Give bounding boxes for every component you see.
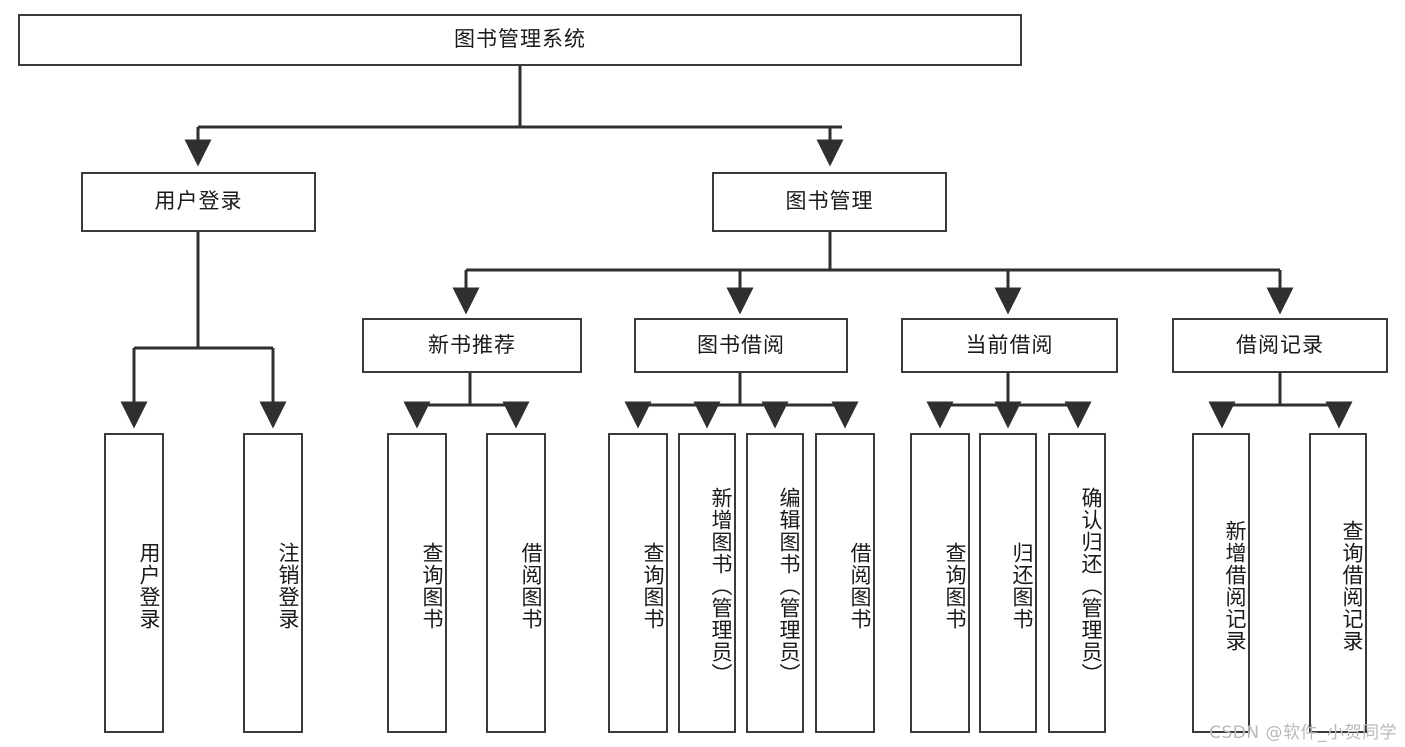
leaf-borrow-borrow-book[interactable]: 借阅图书	[815, 433, 875, 733]
leaf-user-login-signin[interactable]: 用户登录	[104, 433, 164, 733]
csdn-watermark: CSDN @软件_小贺同学	[1209, 723, 1397, 743]
leaf-borrow-query-book[interactable]: 查询图书	[608, 433, 668, 733]
leaf-user-login-signout[interactable]: 注销登录	[243, 433, 303, 733]
leaf-label: 查询图书	[420, 542, 444, 630]
node-borrow-record[interactable]: 借阅记录	[1172, 318, 1388, 373]
node-new-book-recommend-label: 新书推荐	[428, 332, 516, 357]
leaf-label: 注销登录	[276, 542, 300, 630]
leaf-current-return-book[interactable]: 归还图书	[979, 433, 1037, 733]
node-current-borrow-label: 当前借阅	[965, 332, 1054, 357]
leaf-label: 归还图书	[1010, 542, 1034, 630]
leaf-borrow-edit-book-admin[interactable]: 编辑图书（管理员）	[746, 433, 804, 733]
node-book-management[interactable]: 图书管理	[712, 172, 947, 232]
node-user-login[interactable]: 用户登录	[81, 172, 316, 232]
leaf-label: 新增图书（管理员）	[709, 487, 733, 685]
leaf-label: 新增借阅记录	[1223, 520, 1247, 652]
leaf-label: 查询借阅记录	[1340, 520, 1364, 652]
node-book-borrow[interactable]: 图书借阅	[634, 318, 848, 373]
leaf-label: 确认归还（管理员）	[1079, 487, 1103, 685]
node-new-book-recommend[interactable]: 新书推荐	[362, 318, 582, 373]
node-user-login-label: 用户登录	[154, 189, 243, 214]
node-root-system-label: 图书管理系统	[454, 27, 586, 52]
leaf-record-add-record[interactable]: 新增借阅记录	[1192, 433, 1250, 733]
leaf-label: 用户登录	[137, 542, 161, 630]
leaf-label: 查询图书	[641, 542, 665, 630]
leaf-current-query-book[interactable]: 查询图书	[910, 433, 970, 733]
leaf-record-query-record[interactable]: 查询借阅记录	[1309, 433, 1367, 733]
node-book-borrow-label: 图书借阅	[697, 332, 785, 357]
leaf-recommend-borrow-book[interactable]: 借阅图书	[486, 433, 546, 733]
leaf-label: 查询图书	[943, 542, 967, 630]
leaf-current-confirm-return-admin[interactable]: 确认归还（管理员）	[1048, 433, 1106, 733]
leaf-borrow-add-book-admin[interactable]: 新增图书（管理员）	[678, 433, 736, 733]
node-root-system[interactable]: 图书管理系统	[18, 14, 1022, 66]
leaf-label: 借阅图书	[519, 542, 543, 630]
node-current-borrow[interactable]: 当前借阅	[901, 318, 1118, 373]
leaf-label: 借阅图书	[848, 542, 872, 630]
leaf-recommend-query-book[interactable]: 查询图书	[387, 433, 447, 733]
node-borrow-record-label: 借阅记录	[1236, 332, 1324, 357]
node-book-management-label: 图书管理	[785, 189, 874, 214]
leaf-label: 编辑图书（管理员）	[777, 487, 801, 685]
